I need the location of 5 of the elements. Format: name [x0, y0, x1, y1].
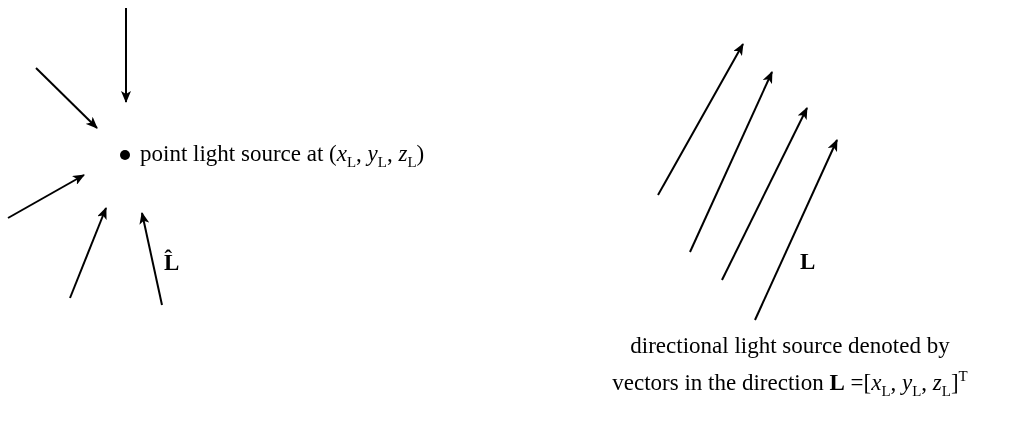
caption-text: directional light source denoted by vectors in the direction L =[x$_{L}$, y$_{L}$, z$_{L}$]$^{T}$	[611, 332, 969, 401]
point-dot	[120, 150, 130, 160]
vector-symbol: L	[800, 248, 816, 276]
vector-symbol: L̂	[164, 248, 180, 277]
point-label: point light source at (x$_{L}$, y$_{L}$, z$_{L}$)	[140, 140, 425, 172]
